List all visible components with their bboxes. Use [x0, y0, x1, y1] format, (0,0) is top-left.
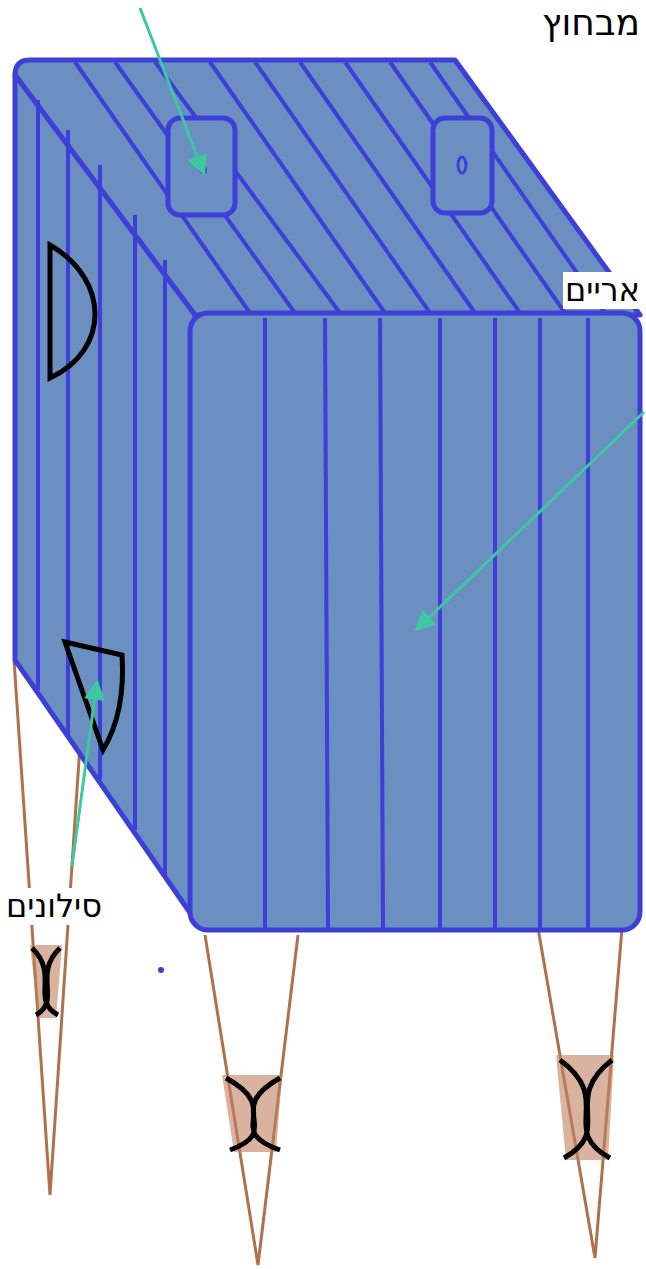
top-openings [168, 118, 492, 215]
leader-arrows [72, 8, 644, 866]
dot [158, 967, 164, 973]
side-symbols [50, 245, 123, 750]
part-label: מבחוץ [540, 2, 642, 43]
planks [38, 62, 605, 928]
part-label: סילונים [4, 888, 104, 925]
box [15, 60, 640, 930]
lashings [30, 945, 614, 1160]
part-label: אריים [563, 272, 642, 309]
